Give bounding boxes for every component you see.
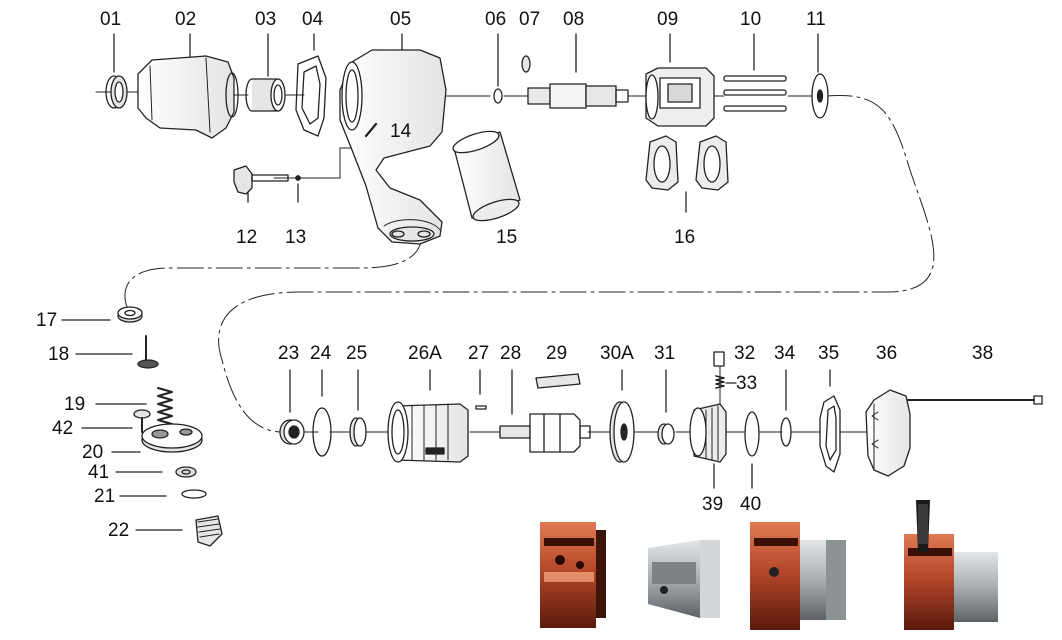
part-label-23: 23	[278, 343, 300, 364]
part-06-o-ring	[493, 88, 503, 104]
part-label-02: 02	[175, 9, 197, 30]
part-08-shaft	[527, 83, 629, 109]
part-16-hammers	[645, 135, 729, 191]
part-label-41: 41	[88, 462, 110, 483]
part-label-32: 32	[734, 343, 756, 364]
part-26A-cylinder	[387, 401, 469, 463]
part-label-04: 04	[302, 9, 324, 30]
part-39-rear-plate	[689, 403, 727, 463]
part-02-front-housing	[137, 55, 239, 139]
part-label-28: 28	[500, 343, 522, 364]
part-04-gasket	[295, 55, 327, 137]
part-15-grip-sleeve	[452, 130, 521, 222]
part-19-spring	[157, 387, 173, 425]
part-label-10: 10	[740, 9, 762, 30]
part-29-vane	[535, 373, 581, 389]
part-13-ball	[295, 175, 301, 181]
part-31-bearing	[657, 423, 675, 445]
part-label-05: 05	[390, 9, 412, 30]
part-32-plunger	[713, 351, 725, 367]
part-label-19: 19	[64, 394, 86, 415]
part-label-14: 14	[390, 121, 412, 142]
part-label-03: 03	[255, 9, 277, 30]
part-label-34: 34	[774, 343, 796, 364]
part-label-15: 15	[496, 227, 518, 248]
anvil-ring-photo	[538, 518, 610, 630]
part-label-20: 20	[82, 442, 104, 463]
part-18-valve-stem	[137, 335, 159, 369]
part-label-24: 24	[310, 343, 332, 364]
part-label-09: 09	[657, 9, 679, 30]
part-label-08: 08	[563, 9, 585, 30]
part-33-spring	[715, 375, 725, 389]
part-38-bolt	[907, 395, 1043, 405]
part-40-o-ring	[744, 411, 760, 457]
part-42-cap	[133, 409, 151, 433]
part-23-bearing	[279, 419, 305, 445]
part-label-36: 36	[876, 343, 898, 364]
part-21-o-ring	[181, 489, 207, 499]
part-14-pin	[364, 122, 378, 138]
dash-dot-guide-paths	[124, 94, 935, 433]
part-label-18: 18	[48, 344, 70, 365]
part-label-33: 33	[736, 373, 758, 394]
ring-on-anvil-photo	[750, 522, 846, 630]
part-22-air-inlet	[195, 515, 223, 547]
part-28-rotor	[499, 413, 591, 453]
part-11-washer	[811, 73, 829, 119]
part-label-12: 12	[236, 227, 258, 248]
part-07-ring	[521, 55, 531, 73]
part-label-26A: 26A	[408, 343, 442, 364]
part-label-07: 07	[519, 9, 541, 30]
part-20-reverse-valve	[141, 423, 203, 453]
part-12-trigger	[233, 165, 289, 195]
part-24-o-ring	[312, 407, 332, 457]
part-01-ring	[105, 75, 128, 109]
part-25-ring	[349, 417, 367, 447]
anvil-square-drive-photo	[648, 540, 720, 618]
part-36-end-cover	[865, 389, 911, 477]
part-label-31: 31	[654, 343, 676, 364]
part-35-gasket	[819, 395, 841, 473]
part-05-main-housing	[339, 49, 447, 245]
part-09-hammer-cage	[645, 67, 715, 127]
part-30A-end-plate	[609, 401, 635, 463]
part-34-o-ring	[780, 417, 792, 447]
assembly-axis-lines	[95, 91, 941, 433]
part-label-27: 27	[468, 343, 490, 364]
part-label-21: 21	[94, 486, 116, 507]
part-label-35: 35	[818, 343, 840, 364]
part-label-40: 40	[740, 494, 762, 515]
part-10-pins	[723, 75, 787, 112]
part-label-11: 11	[806, 9, 826, 30]
part-label-30A: 30A	[600, 343, 634, 364]
part-label-16: 16	[674, 227, 696, 248]
part-27-pin	[475, 405, 487, 410]
part-label-17: 17	[36, 310, 58, 331]
part-label-01: 01	[100, 9, 122, 30]
part-17-bushing	[117, 306, 143, 323]
part-41-washer	[175, 466, 197, 478]
ring-install-tool-photo	[904, 500, 998, 630]
part-label-29: 29	[546, 343, 568, 364]
part-label-38: 38	[972, 343, 994, 364]
part-label-42: 42	[52, 418, 74, 439]
part-label-25: 25	[346, 343, 368, 364]
part-label-13: 13	[285, 227, 307, 248]
part-label-06: 06	[485, 9, 507, 30]
part-03-bushing	[245, 78, 286, 112]
part-label-22: 22	[108, 520, 130, 541]
part-label-39: 39	[702, 494, 724, 515]
